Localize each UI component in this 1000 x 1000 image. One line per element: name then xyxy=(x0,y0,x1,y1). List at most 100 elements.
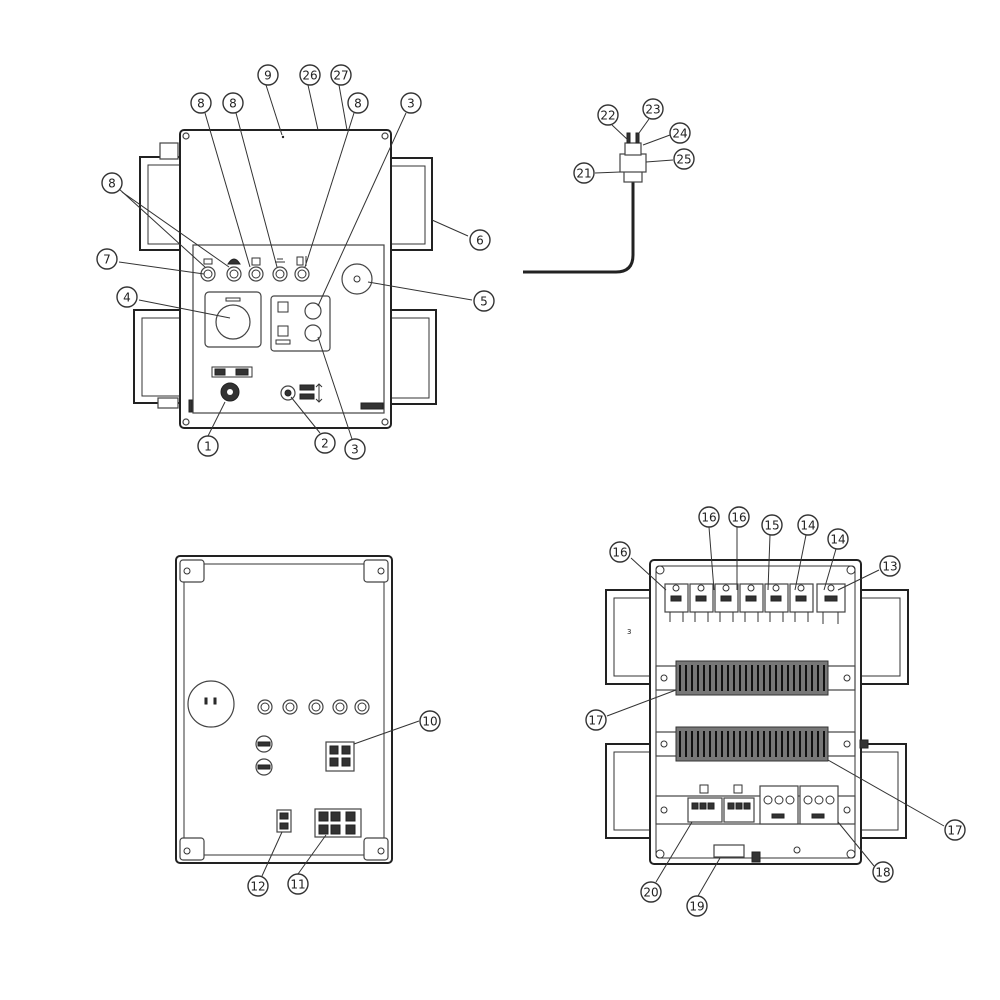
callout-label: 16 xyxy=(701,511,716,525)
callout-label: 20 xyxy=(643,886,658,900)
callout-circle xyxy=(344,438,366,460)
callout-circle xyxy=(585,709,607,731)
callout-label: 10 xyxy=(422,715,437,729)
callout-label: 4 xyxy=(123,291,131,305)
callout-1: 1 xyxy=(197,435,219,457)
callout-22: 22 xyxy=(597,104,619,126)
fuse-holder-2 xyxy=(799,785,839,825)
callout-16: 16 xyxy=(609,541,631,563)
enclosure-interior-view: 3 xyxy=(605,559,909,865)
callout-circle xyxy=(247,875,269,897)
callout-5: 5 xyxy=(473,290,495,312)
callout-2: 2 xyxy=(314,432,336,454)
leader-lines xyxy=(117,84,945,897)
lamp-sockets-row xyxy=(257,699,370,715)
callout-circle xyxy=(609,541,631,563)
callout-label: 26 xyxy=(302,69,317,83)
callout-circle xyxy=(761,514,783,536)
nameplate xyxy=(360,402,384,410)
mounting-bracket-right-bottom xyxy=(391,309,437,405)
callout-label: 18 xyxy=(875,866,890,880)
sensor-cable xyxy=(523,180,635,274)
callout-label: 9 xyxy=(264,69,272,83)
callout-circle xyxy=(419,710,441,732)
callout-label: 14 xyxy=(800,519,815,533)
callout-label: 11 xyxy=(290,878,305,892)
callout-label: 8 xyxy=(108,177,116,191)
callout-circle xyxy=(190,92,212,114)
callout-label: 17 xyxy=(588,714,603,728)
callout-17: 17 xyxy=(585,709,607,731)
callout-label: 8 xyxy=(197,97,205,111)
callout-label: 24 xyxy=(672,127,687,141)
callout-circle xyxy=(197,435,219,457)
callout-7: 7 xyxy=(96,248,118,270)
callout-6: 6 xyxy=(469,229,491,251)
callout-14: 14 xyxy=(827,528,849,550)
callout-26: 26 xyxy=(299,64,321,86)
callout-circle xyxy=(827,528,849,550)
callout-label: 3 xyxy=(351,443,359,457)
callout-8: 8 xyxy=(222,92,244,114)
callout-16: 16 xyxy=(698,506,720,528)
callout-12: 12 xyxy=(247,875,269,897)
callout-18: 18 xyxy=(872,861,894,883)
selector-switch xyxy=(280,383,323,403)
callout-23: 23 xyxy=(642,98,664,120)
bottom-din-rail xyxy=(655,784,856,825)
callout-circle xyxy=(698,506,720,528)
sensor-with-cable xyxy=(523,132,647,274)
callout-circle xyxy=(257,64,279,86)
callout-circle xyxy=(299,64,321,86)
back-mounting-plate xyxy=(175,555,393,864)
indicator-lamps-row xyxy=(200,256,310,282)
callout-circle xyxy=(473,290,495,312)
callout-label: 27 xyxy=(333,69,348,83)
callout-circle xyxy=(879,555,901,577)
callout-circle xyxy=(872,861,894,883)
fuse-holder-1 xyxy=(759,785,799,825)
callout-circle xyxy=(669,122,691,144)
switch-contact-block xyxy=(325,741,355,772)
callout-circle xyxy=(573,162,595,184)
callout-15: 15 xyxy=(761,514,783,536)
callout-label: 2 xyxy=(321,437,329,451)
callout-label: 22 xyxy=(600,109,615,123)
circuit-breaker-1 xyxy=(687,784,723,823)
callout-label: 16 xyxy=(612,546,627,560)
callout-13: 13 xyxy=(879,555,901,577)
main-switch xyxy=(204,291,262,348)
callout-label: 7 xyxy=(103,253,111,267)
callout-8: 8 xyxy=(101,172,123,194)
callout-3: 3 xyxy=(400,92,422,114)
callout-label: 15 xyxy=(764,519,779,533)
sensor-body xyxy=(619,153,647,173)
callout-label: 19 xyxy=(689,900,704,914)
callout-label: 17 xyxy=(947,824,962,838)
callout-label: 6 xyxy=(476,234,484,248)
callout-circle xyxy=(314,432,336,454)
buzzer-back xyxy=(187,680,235,728)
callout-16: 16 xyxy=(728,506,750,528)
callout-circle xyxy=(400,92,422,114)
callout-label: 8 xyxy=(354,97,362,111)
terminal-block-row-1 xyxy=(655,660,856,696)
callout-label: 21 xyxy=(576,167,591,181)
callout-21: 21 xyxy=(573,162,595,184)
callout-circle xyxy=(347,92,369,114)
callout-circle xyxy=(101,172,123,194)
callout-25: 25 xyxy=(673,148,695,170)
callout-17: 17 xyxy=(944,819,966,841)
cable-gland xyxy=(713,844,801,863)
callout-circle xyxy=(797,514,819,536)
indicator-lamp-2 xyxy=(226,266,242,282)
callout-circle xyxy=(222,92,244,114)
callout-circle xyxy=(116,286,138,308)
callout-circle xyxy=(597,104,619,126)
relay-row xyxy=(664,583,846,624)
callout-label: 12 xyxy=(250,880,265,894)
callout-24: 24 xyxy=(669,122,691,144)
callout-8: 8 xyxy=(190,92,212,114)
indicator-lamp-4 xyxy=(272,266,288,282)
callout-3: 3 xyxy=(344,438,366,460)
